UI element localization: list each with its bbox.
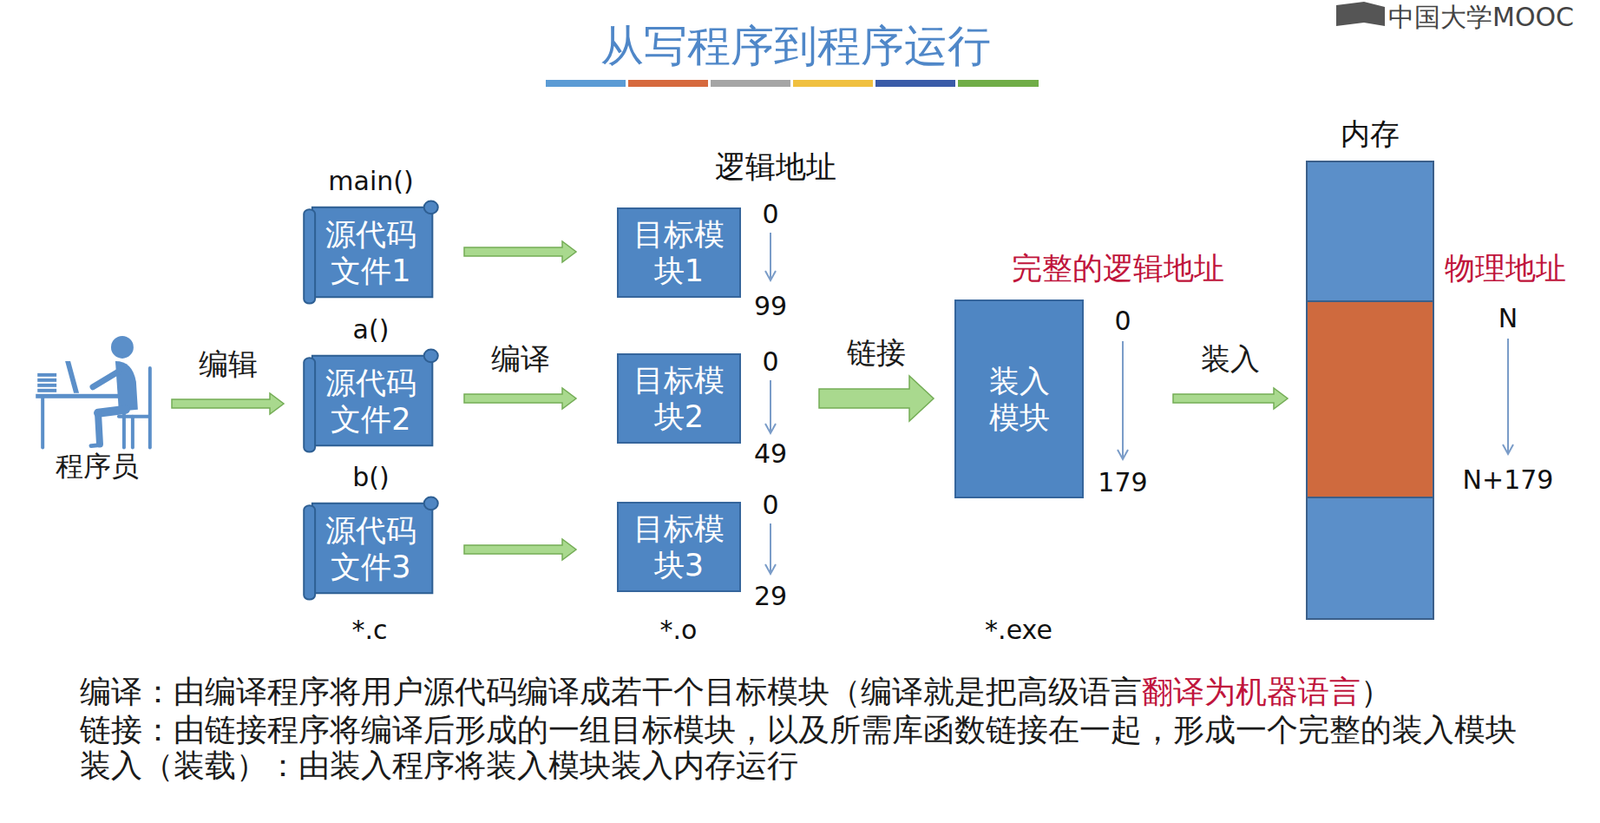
box-label: 源代码 文件1: [322, 216, 420, 289]
diagram-title: 从写程序到程序运行: [600, 17, 991, 76]
person-label: 程序员: [55, 449, 139, 483]
explanation-text: 编译：由编译程序将用户源代码编译成若干个目标模块（编译就是把高级语言: [79, 673, 1142, 709]
function-name: main(): [327, 165, 414, 197]
module-box: 装入 模块: [954, 299, 1084, 499]
programmer-icon: [35, 329, 158, 450]
address-label: 99: [754, 290, 787, 322]
address-label: 49: [754, 438, 787, 470]
memory-band: [1307, 300, 1433, 499]
watermark-icon: [1336, 1, 1385, 27]
programmer-figure: 程序员: [35, 329, 158, 483]
module-box: 目标模 块3: [616, 501, 741, 592]
box-label: 源代码 文件2: [322, 364, 420, 438]
memory-heading: 内存: [1340, 116, 1400, 152]
box-label: 目标模 块1: [630, 216, 728, 289]
address-label: N+179: [1462, 464, 1555, 496]
address-label: 179: [1097, 466, 1148, 499]
address-label: 0: [761, 346, 779, 378]
module-box: 目标模 块1: [616, 207, 741, 298]
source-file-scroll: b()源代码 文件3: [301, 494, 441, 602]
function-name: b(): [352, 461, 389, 493]
explanation-line: 链接：由链接程序将编译后形成的一组目标模块，以及所需库函数链接在一起，形成一个完…: [79, 710, 1517, 748]
flow-arrow: [464, 241, 577, 263]
address-label: N: [1498, 302, 1518, 335]
box-label: 装入 模块: [970, 362, 1069, 436]
source-file-scroll: a()源代码 文件2: [301, 347, 441, 454]
scroll-outline: [301, 347, 441, 454]
memory-band: [1307, 498, 1433, 618]
arrow-label: 编辑: [198, 346, 258, 382]
module-box: 目标模 块2: [616, 353, 741, 444]
address-label: 0: [761, 198, 779, 230]
box-label: 目标模 块3: [630, 510, 728, 584]
title-color-bar: [545, 79, 1039, 87]
caption-label: 物理地址: [1444, 249, 1567, 287]
box-label: 源代码 文件3: [322, 511, 420, 585]
address-label: *.o: [660, 614, 698, 646]
flow-arrow: [464, 538, 577, 560]
flow-arrow: [819, 375, 934, 421]
explanation-text: 装入（装载）：由装入程序将装入模块装入内存运行: [79, 747, 799, 783]
caption-label: 逻辑地址: [714, 148, 837, 185]
explanation-text: 翻译为机器语言: [1141, 673, 1361, 709]
flow-arrow: [1173, 387, 1288, 409]
address-label: *.exe: [984, 614, 1053, 646]
source-file-scroll: main()源代码 文件1: [301, 198, 441, 306]
arrow-label: 链接: [846, 334, 906, 371]
scroll-outline: [301, 198, 441, 306]
address-label: 0: [761, 489, 779, 521]
memory-block: 内存: [1305, 160, 1435, 620]
box-label: 目标模 块2: [630, 361, 728, 435]
arrow-label: 装入: [1200, 340, 1260, 377]
explanation-line: 装入（装载）：由装入程序将装入模块装入内存运行: [79, 746, 799, 784]
address-label: *.c: [351, 614, 387, 646]
address-label: 29: [754, 580, 787, 612]
caption-label: 完整的逻辑地址: [1011, 249, 1225, 287]
address-label: 0: [1114, 305, 1131, 337]
watermark: 中国大学MOOC: [1388, 1, 1574, 33]
explanation-text: 链接：由链接程序将编译后形成的一组目标模块，以及所需库函数链接在一起，形成一个完…: [79, 711, 1517, 748]
function-name: a(): [353, 314, 390, 346]
scroll-outline: [301, 494, 441, 602]
flow-arrow: [464, 387, 577, 409]
arrow-label: 编译: [491, 340, 551, 377]
explanation-line: 编译：由编译程序将用户源代码编译成若干个目标模块（编译就是把高级语言翻译为机器语…: [79, 672, 1392, 710]
memory-band: [1307, 162, 1433, 301]
explanation-text: ）: [1360, 673, 1392, 709]
flow-arrow: [171, 393, 284, 414]
